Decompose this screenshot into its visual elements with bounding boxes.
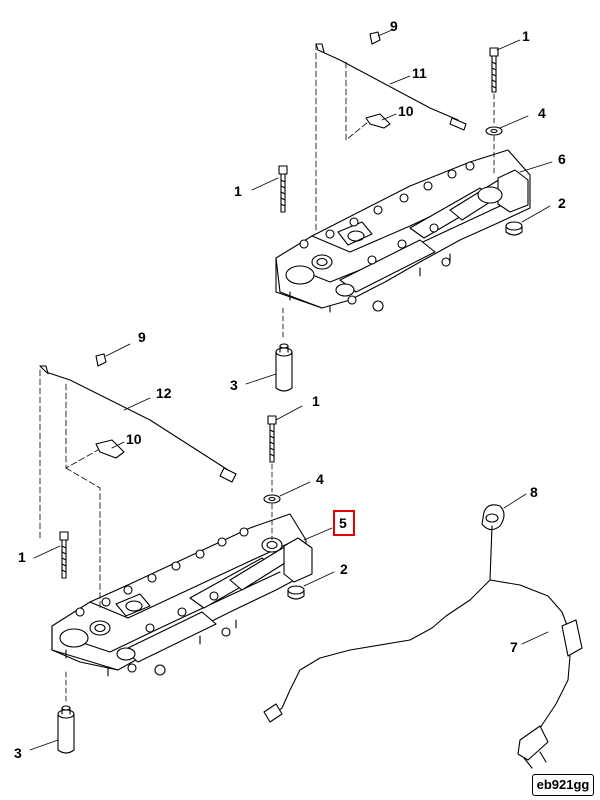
- callout-2-upper: 2: [558, 195, 566, 211]
- wire-harness-icon: [263, 504, 583, 769]
- upper-harness-icon: [315, 31, 467, 231]
- callout-5-lower: 5: [339, 515, 347, 531]
- wire-leader-lines: [503, 493, 549, 645]
- lower-pin-icon: [57, 705, 75, 754]
- callout-1-upper-left: 1: [234, 183, 242, 199]
- callout-labels: 1 9 11 10 4 6 1 2 3 9 12 10 1 4 5 1 2 3 …: [14, 18, 566, 761]
- upper-leader-lines: [245, 29, 553, 385]
- callout-11-upper: 11: [412, 65, 427, 81]
- upper-bolt-top-icon: [489, 47, 499, 93]
- lower-washer-icon: [263, 494, 281, 504]
- lower-harness-icon: [39, 353, 237, 611]
- callout-1-lower-right: 1: [312, 393, 320, 409]
- lower-rail-body: [51, 513, 313, 677]
- upper-rail-body: [275, 149, 531, 313]
- callout-3-lower: 3: [14, 745, 22, 761]
- lower-leader-lines: [29, 343, 335, 751]
- callout-12-lower: 12: [156, 385, 172, 401]
- upper-pin-icon: [275, 343, 293, 392]
- callout-6-upper: 6: [558, 151, 566, 167]
- lower-bolt-left-icon: [59, 531, 69, 579]
- upper-assembly: [245, 29, 553, 392]
- callout-4-lower: 4: [316, 471, 324, 487]
- callout-10-lower: 10: [126, 431, 142, 447]
- lower-bolt-right-icon: [267, 415, 277, 463]
- callout-9-lower: 9: [138, 329, 146, 345]
- callout-5-highlight-box: [333, 510, 355, 536]
- callout-2-lower: 2: [340, 561, 348, 577]
- callout-1-lower-left: 1: [18, 549, 26, 565]
- callout-7: 7: [510, 639, 518, 655]
- callout-4-upper: 4: [538, 105, 546, 121]
- reference-code-label: eb921gg: [532, 774, 594, 796]
- callout-9-upper: 9: [390, 18, 398, 34]
- upper-cap-icon: [505, 221, 523, 236]
- lower-cap-icon: [287, 585, 305, 600]
- upper-washer-icon: [485, 126, 503, 136]
- callout-8: 8: [530, 484, 538, 500]
- callout-1-upper-top: 1: [522, 28, 530, 44]
- lower-assembly: [29, 343, 583, 769]
- upper-bolt-left-icon: [278, 165, 288, 213]
- callout-3-upper: 3: [230, 377, 238, 393]
- callout-10-upper: 10: [398, 103, 414, 119]
